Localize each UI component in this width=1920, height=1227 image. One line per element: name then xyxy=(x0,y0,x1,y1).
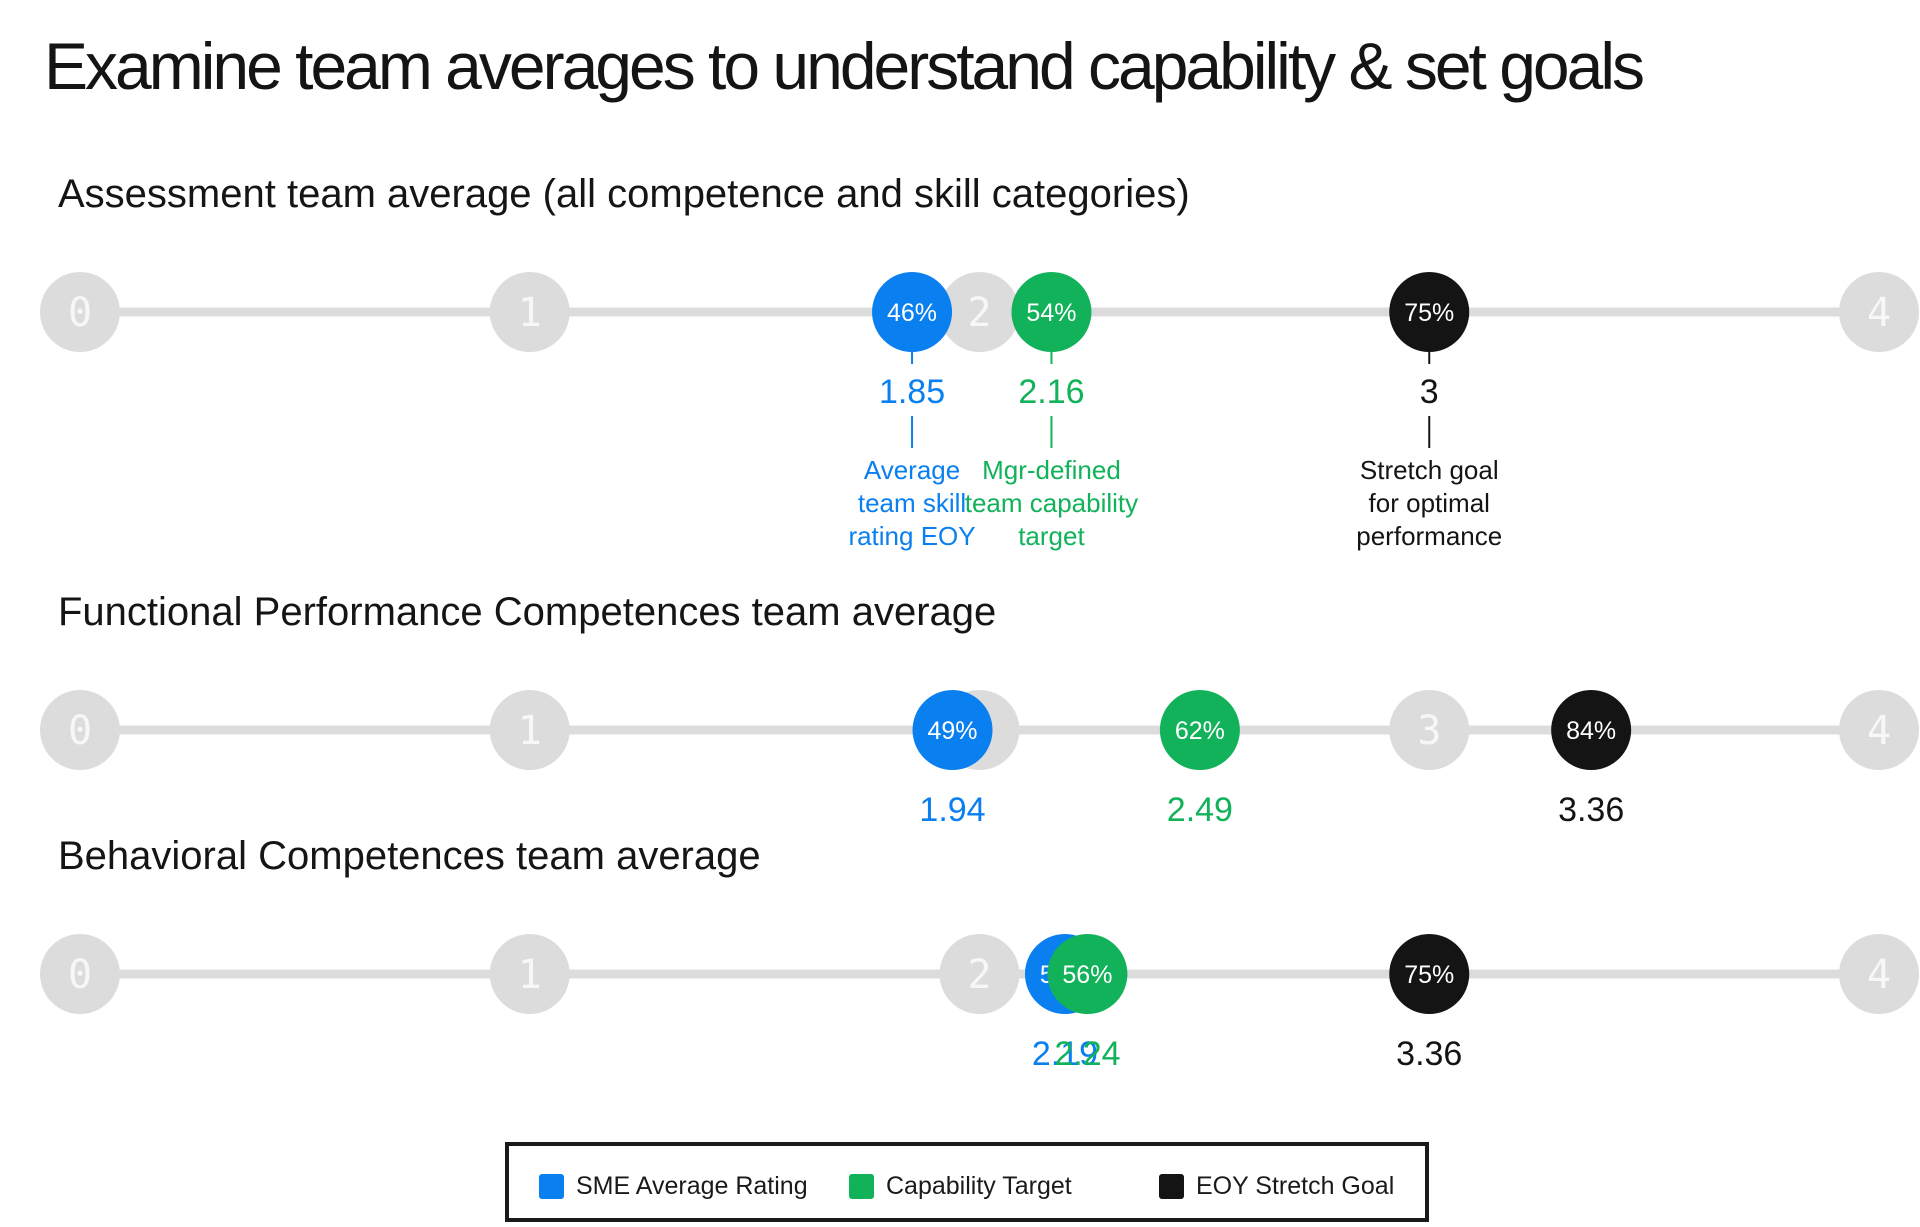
tick-label: 0 xyxy=(68,708,92,754)
tick-label: 4 xyxy=(1867,708,1891,754)
value-label: 2.16 xyxy=(1018,373,1084,411)
tick-label: 3 xyxy=(1417,708,1441,754)
chart-title-functional: Functional Performance Competences team … xyxy=(58,590,997,634)
value-label: 2.19 xyxy=(1032,1035,1098,1073)
tick-circle xyxy=(40,690,120,770)
tick-circle xyxy=(489,690,570,770)
rating-marker xyxy=(872,272,953,352)
tick-circle xyxy=(489,272,570,352)
annotation-label: Average xyxy=(864,455,960,485)
value-label: 3.36 xyxy=(1558,791,1624,829)
marker-percent-label: 56% xyxy=(1062,961,1112,989)
tick-circle xyxy=(40,272,120,352)
rating-marker xyxy=(1047,934,1128,1014)
value-label: 3 xyxy=(1420,373,1439,411)
rating-marker xyxy=(1551,690,1632,770)
marker-percent-label: 54% xyxy=(1026,299,1076,327)
marker-percent-label: 84% xyxy=(1566,717,1616,745)
legend-swatch-black xyxy=(1159,1174,1184,1199)
value-label: 3.36 xyxy=(1396,1035,1462,1073)
value-label: 2.24 xyxy=(1054,1035,1120,1073)
chart-title-assessment: Assessment team average (all competence … xyxy=(58,172,1190,216)
value-label: 1.94 xyxy=(919,791,985,829)
annotation-label: rating EOY xyxy=(848,521,975,551)
tick-circle xyxy=(1839,690,1919,770)
chart-title-behavioral: Behavioral Competences team average xyxy=(58,834,761,878)
tick-label: 1 xyxy=(518,290,542,336)
rating-marker xyxy=(1159,690,1240,770)
rating-marker xyxy=(1389,272,1470,352)
tick-label: 1 xyxy=(518,952,542,998)
legend-swatch-blue xyxy=(539,1174,564,1199)
legend-swatch-green xyxy=(849,1174,874,1199)
tick-circle xyxy=(40,934,120,1014)
marker-percent-label: 75% xyxy=(1404,961,1454,989)
tick-circle xyxy=(1839,272,1919,352)
value-label: 1.85 xyxy=(879,373,945,411)
rating-marker xyxy=(912,690,993,770)
legend-item-sme-average: SME Average Rating xyxy=(539,1172,808,1201)
tick-label: 2 xyxy=(967,290,991,336)
tick-circle xyxy=(1389,690,1470,770)
marker-percent-label: 62% xyxy=(1175,717,1225,745)
tick-label: 1 xyxy=(518,708,542,754)
legend: SME Average Rating Capability Target EOY… xyxy=(505,1142,1429,1222)
tick-circle xyxy=(939,272,1020,352)
tick-circle xyxy=(489,934,570,1014)
tick-label: 0 xyxy=(68,952,92,998)
annotation-label: for optimal xyxy=(1369,488,1490,518)
legend-label: EOY Stretch Goal xyxy=(1196,1172,1395,1200)
rating-marker xyxy=(1389,934,1470,1014)
annotation-label: performance xyxy=(1356,521,1502,551)
rating-marker xyxy=(1011,272,1092,352)
page-title: Examine team averages to understand capa… xyxy=(44,29,1645,103)
marker-percent-label: 46% xyxy=(887,299,937,327)
tick-circle xyxy=(939,934,1020,1014)
legend-label: Capability Target xyxy=(886,1172,1072,1200)
tick-circle xyxy=(1839,934,1919,1014)
tick-label: 2 xyxy=(967,952,991,998)
legend-item-capability-target: Capability Target xyxy=(849,1172,1072,1201)
marker-percent-label: 75% xyxy=(1404,299,1454,327)
annotation-label: target xyxy=(1018,521,1085,551)
tick-label: 4 xyxy=(1867,952,1891,998)
value-label: 2.49 xyxy=(1167,791,1233,829)
annotation-label: Mgr-defined xyxy=(982,455,1121,485)
marker-percent-label: 49% xyxy=(927,717,977,745)
legend-item-eoy-stretch-goal: EOY Stretch Goal xyxy=(1159,1172,1394,1201)
tick-label: 0 xyxy=(68,290,92,336)
annotation-label: Stretch goal xyxy=(1360,455,1499,485)
legend-label: SME Average Rating xyxy=(576,1172,808,1200)
annotation-label: team capability xyxy=(965,488,1138,518)
annotation-label: team skill xyxy=(858,488,966,518)
tick-label: 4 xyxy=(1867,290,1891,336)
